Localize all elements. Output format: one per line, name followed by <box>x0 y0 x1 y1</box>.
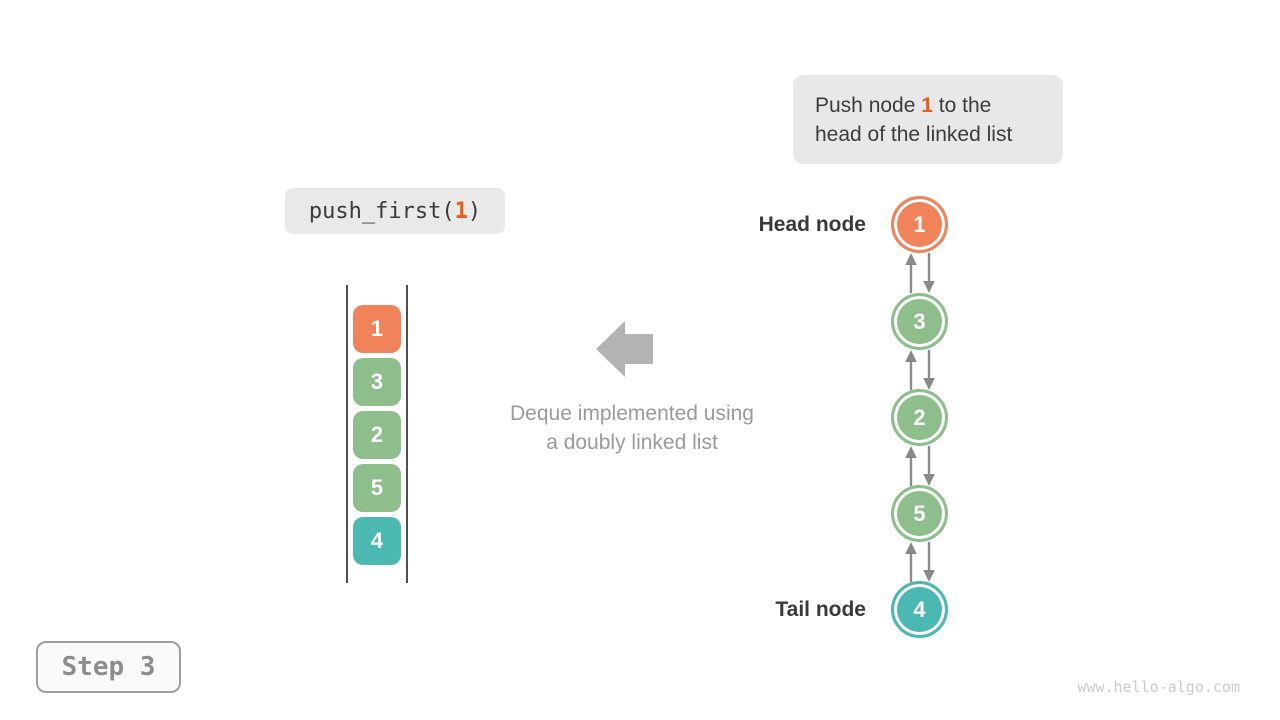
code-prefix: push_first( <box>308 198 455 224</box>
deque-cell: 1 <box>353 305 401 353</box>
list-node: 3 <box>891 293 948 350</box>
left-block-arrow-icon <box>596 321 653 377</box>
list-node: 1 <box>891 196 948 253</box>
doubly-link-arrows-icon <box>905 542 935 582</box>
doubly-link-arrows-icon <box>905 446 935 486</box>
annotation-part-before: Push node <box>815 93 922 117</box>
step-badge: Step 3 <box>36 641 181 693</box>
annotation-box: Push node 1 to the head of the linked li… <box>793 75 1063 164</box>
code-chip: push_first(1) <box>285 188 505 234</box>
head-node-label: Head node <box>758 213 866 236</box>
deque-caption-line1: Deque implemented using <box>510 402 754 425</box>
annotation-part-after: to the head of the linked list <box>815 93 1013 146</box>
list-node: 4 <box>891 581 948 638</box>
list-node: 2 <box>891 389 948 446</box>
deque-cell: 4 <box>353 517 401 565</box>
deque-cell: 3 <box>353 358 401 406</box>
deque-cell: 5 <box>353 464 401 512</box>
tail-node-label: Tail node <box>775 598 866 621</box>
watermark: www.hello-algo.com <box>1077 678 1240 696</box>
code-arg: 1 <box>454 198 468 224</box>
list-node: 5 <box>891 485 948 542</box>
doubly-link-arrows-icon <box>905 350 935 390</box>
deque-array: 1 3 2 5 4 <box>346 285 408 583</box>
deque-cell: 2 <box>353 411 401 459</box>
deque-caption-line2: a doubly linked list <box>546 431 718 454</box>
annotation-text: Push node 1 to the head of the linked li… <box>815 91 1041 149</box>
code-text: push_first(1) <box>309 199 481 224</box>
doubly-link-arrows-icon <box>905 253 935 293</box>
deque-caption: Deque implemented using a doubly linked … <box>482 399 782 457</box>
step-label: Step 3 <box>61 652 156 682</box>
code-suffix: ) <box>467 198 482 224</box>
annotation-highlight-value: 1 <box>921 93 933 117</box>
